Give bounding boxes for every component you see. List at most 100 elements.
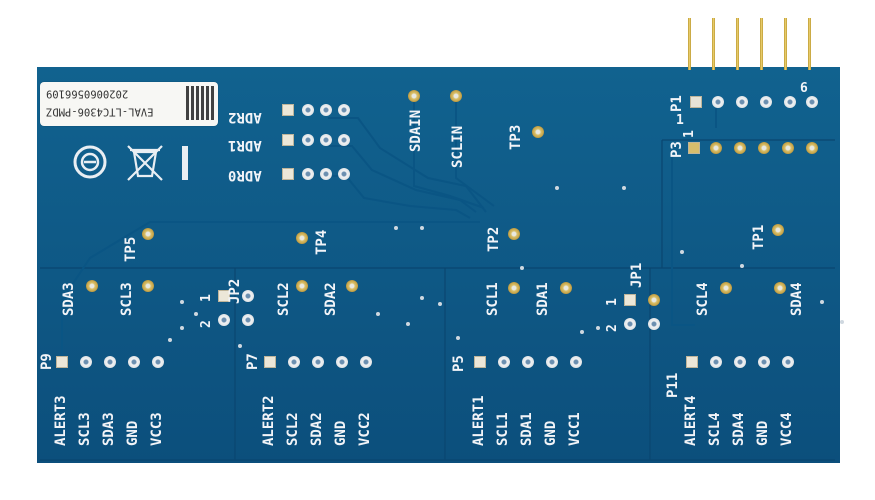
connector-pin-label: SDA2 xyxy=(309,412,325,446)
label-tp2: TP2 xyxy=(486,226,502,252)
connector-pin-label: ALERT1 xyxy=(471,395,487,446)
sda2-pad xyxy=(346,280,358,292)
label-p1: P1 xyxy=(669,95,685,112)
traces xyxy=(61,98,717,362)
label-scl1-top: SCL1 xyxy=(485,282,501,316)
label-p9: P9 xyxy=(39,353,55,370)
via xyxy=(456,336,460,340)
serial-number: 2020060566109 xyxy=(46,87,129,100)
tp3-pad xyxy=(532,126,544,138)
connector-pin-label: VCC2 xyxy=(357,412,373,446)
p3-pad xyxy=(806,142,818,154)
connector-pad xyxy=(522,356,534,368)
connector-pad xyxy=(710,356,722,368)
p1-pad xyxy=(712,96,724,108)
jp1-pad xyxy=(648,318,660,330)
p1-pad xyxy=(784,96,796,108)
via xyxy=(622,186,626,190)
via xyxy=(376,312,380,316)
connector-pad xyxy=(686,356,698,368)
label-p3: P3 xyxy=(669,141,685,158)
p1-pad xyxy=(806,96,818,108)
connector-pad xyxy=(288,356,300,368)
connector-pad xyxy=(474,356,486,368)
connector-pad xyxy=(782,356,794,368)
label-p5: P5 xyxy=(451,355,467,372)
connector-pin-label: GND xyxy=(333,420,349,446)
label-p3-pin1: 1 xyxy=(682,130,697,138)
qr-code-icon xyxy=(186,86,214,120)
p1-pad xyxy=(736,96,748,108)
connector-pin-label: SDA4 xyxy=(731,412,747,446)
sclin-pad xyxy=(450,90,462,102)
via xyxy=(520,266,524,270)
label-jp1: JP1 xyxy=(629,262,645,288)
ce-bar-icon xyxy=(182,146,188,180)
via xyxy=(168,338,172,342)
jp2-pad-1 xyxy=(218,290,230,302)
connector-pad xyxy=(498,356,510,368)
label-p7: P7 xyxy=(245,353,261,370)
sdain-pad xyxy=(408,90,420,102)
label-tp5: TP5 xyxy=(123,236,139,262)
scl3-pad xyxy=(142,280,154,292)
connector-pin-label: VCC3 xyxy=(149,412,165,446)
tp5-pad xyxy=(142,228,154,240)
tp4-pad xyxy=(296,232,308,244)
connector-pin-label: GND xyxy=(125,420,141,446)
label-sda3: SDA3 xyxy=(61,282,77,316)
connector-pad xyxy=(264,356,276,368)
label-jp2-pin1: 1 xyxy=(199,294,214,302)
connector-pad xyxy=(56,356,68,368)
connector-pad xyxy=(80,356,92,368)
adr0-pad-1 xyxy=(282,168,294,180)
label-jp1-pin2: 2 xyxy=(605,324,620,332)
connector-pad xyxy=(546,356,558,368)
via xyxy=(394,226,398,230)
via xyxy=(180,300,184,304)
label-adr2: ADR2 xyxy=(228,109,262,125)
connector-pin-label: ALERT4 xyxy=(683,395,699,446)
label-tp3: TP3 xyxy=(508,124,524,150)
connector-pin-label: ALERT2 xyxy=(261,395,277,446)
label-p1-pin1: 1 xyxy=(676,113,684,128)
scl2-pad xyxy=(296,280,308,292)
via xyxy=(820,300,824,304)
connector-pin-label: VCC4 xyxy=(779,412,795,446)
header-pin xyxy=(712,18,715,70)
label-scl4-top: SCL4 xyxy=(695,282,711,316)
header-pin xyxy=(688,18,691,70)
adr1-pad xyxy=(320,134,332,146)
connector-pin-label: SCL2 xyxy=(285,412,301,446)
label-sda2-top: SDA2 xyxy=(323,282,339,316)
jp1-pad xyxy=(624,318,636,330)
via xyxy=(680,250,684,254)
via xyxy=(555,186,559,190)
connector-pin-label: VCC1 xyxy=(567,412,583,446)
adr2-pad xyxy=(302,104,314,116)
label-sclin: SCLIN xyxy=(450,125,466,168)
label-jp1-pin1: 1 xyxy=(605,298,620,306)
tp1-pad xyxy=(772,224,784,236)
connector-pad xyxy=(128,356,140,368)
header-pin xyxy=(760,18,763,70)
connector-pad xyxy=(152,356,164,368)
header-pin xyxy=(808,18,811,70)
adr2-pad xyxy=(338,104,350,116)
connector-pin-label: SCL3 xyxy=(77,412,93,446)
via xyxy=(180,326,184,330)
label-jp2-pin2: 2 xyxy=(199,320,214,328)
connector-pin-label: GND xyxy=(543,420,559,446)
p3-pad xyxy=(782,142,794,154)
via xyxy=(420,296,424,300)
adr2-pad xyxy=(320,104,332,116)
p1-pad-1 xyxy=(690,96,702,108)
connector-pad xyxy=(104,356,116,368)
jp1-pad xyxy=(648,294,660,306)
p3-pad xyxy=(710,142,722,154)
label-scl3-top: SCL3 xyxy=(119,282,135,316)
pcb-substrate xyxy=(37,67,840,463)
jp2-pad xyxy=(242,290,254,302)
